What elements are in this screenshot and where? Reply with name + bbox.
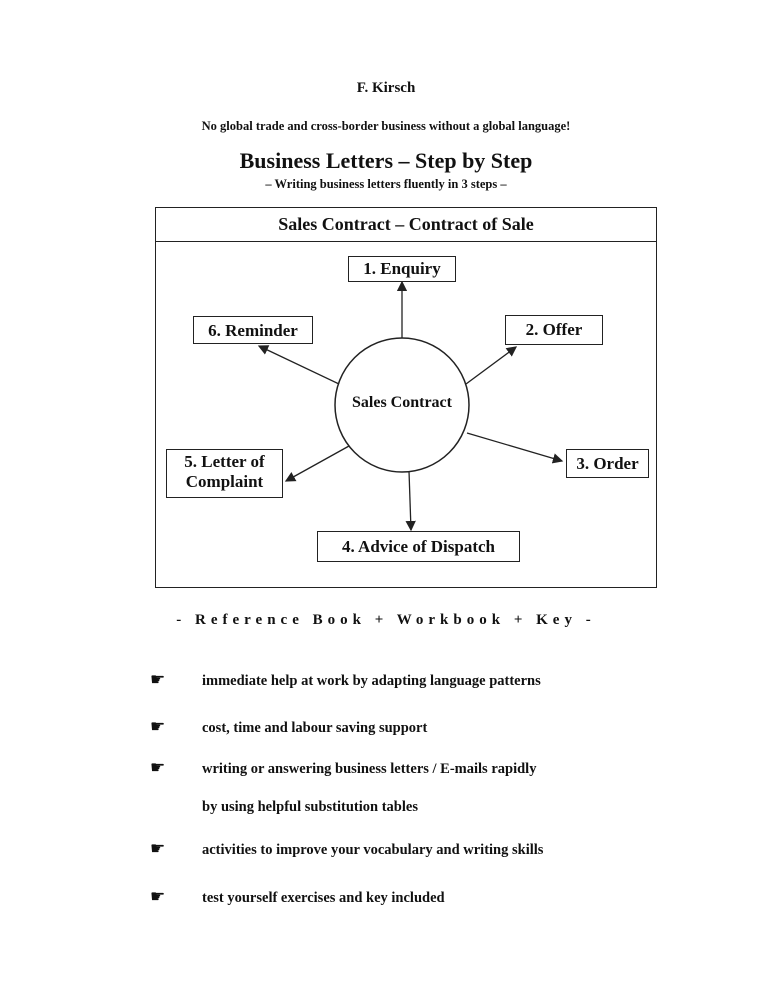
step-offer: 2. Offer xyxy=(505,315,603,345)
bullet-item: ☛activities to improve your vocabulary a… xyxy=(150,839,544,858)
arrow-dispatch xyxy=(405,470,416,532)
step-order: 3. Order xyxy=(566,449,649,478)
tagline: - Reference Book + Workbook + Key - xyxy=(176,612,596,628)
diagram-arrows xyxy=(257,280,564,532)
step-enquiry: 1. Enquiry xyxy=(348,256,456,282)
arrow-offer xyxy=(465,346,518,385)
author: F. Kirsch xyxy=(356,80,416,96)
pointing-hand-icon: ☛ xyxy=(150,670,166,689)
step-letter-of-complaint: 5. Letter of Complaint xyxy=(166,449,283,498)
sales-contract-diagram: Sales Contract – Contract of Sale Sales … xyxy=(155,207,657,588)
arrow-reminder xyxy=(257,345,340,385)
hub-label: Sales Contract xyxy=(352,394,452,411)
diagram-header: Sales Contract – Contract of Sale xyxy=(156,208,656,242)
pointing-hand-icon: ☛ xyxy=(150,758,166,777)
bullet-continuation: by using helpful substitution tables xyxy=(202,799,418,815)
step-reminder: 6. Reminder xyxy=(193,316,313,344)
bullet-item: ☛writing or answering business letters /… xyxy=(150,758,537,777)
book-title: Business Letters – Step by Step xyxy=(239,148,533,173)
pointing-hand-icon: ☛ xyxy=(150,887,166,906)
book-subtitle: – Writing business letters fluently in 3… xyxy=(265,177,507,191)
pointing-hand-icon: ☛ xyxy=(150,717,166,736)
slogan: No global trade and cross-border busines… xyxy=(201,119,571,133)
bullet-item: ☛immediate help at work by adapting lang… xyxy=(150,670,541,689)
step-advice-of-dispatch: 4. Advice of Dispatch xyxy=(317,531,520,562)
pointing-hand-icon: ☛ xyxy=(150,839,166,858)
bullet-item: ☛test yourself exercises and key include… xyxy=(150,887,445,906)
bullet-item: ☛cost, time and labour saving support xyxy=(150,717,428,736)
arrow-order xyxy=(466,432,564,464)
arrow-complaint xyxy=(284,445,350,482)
